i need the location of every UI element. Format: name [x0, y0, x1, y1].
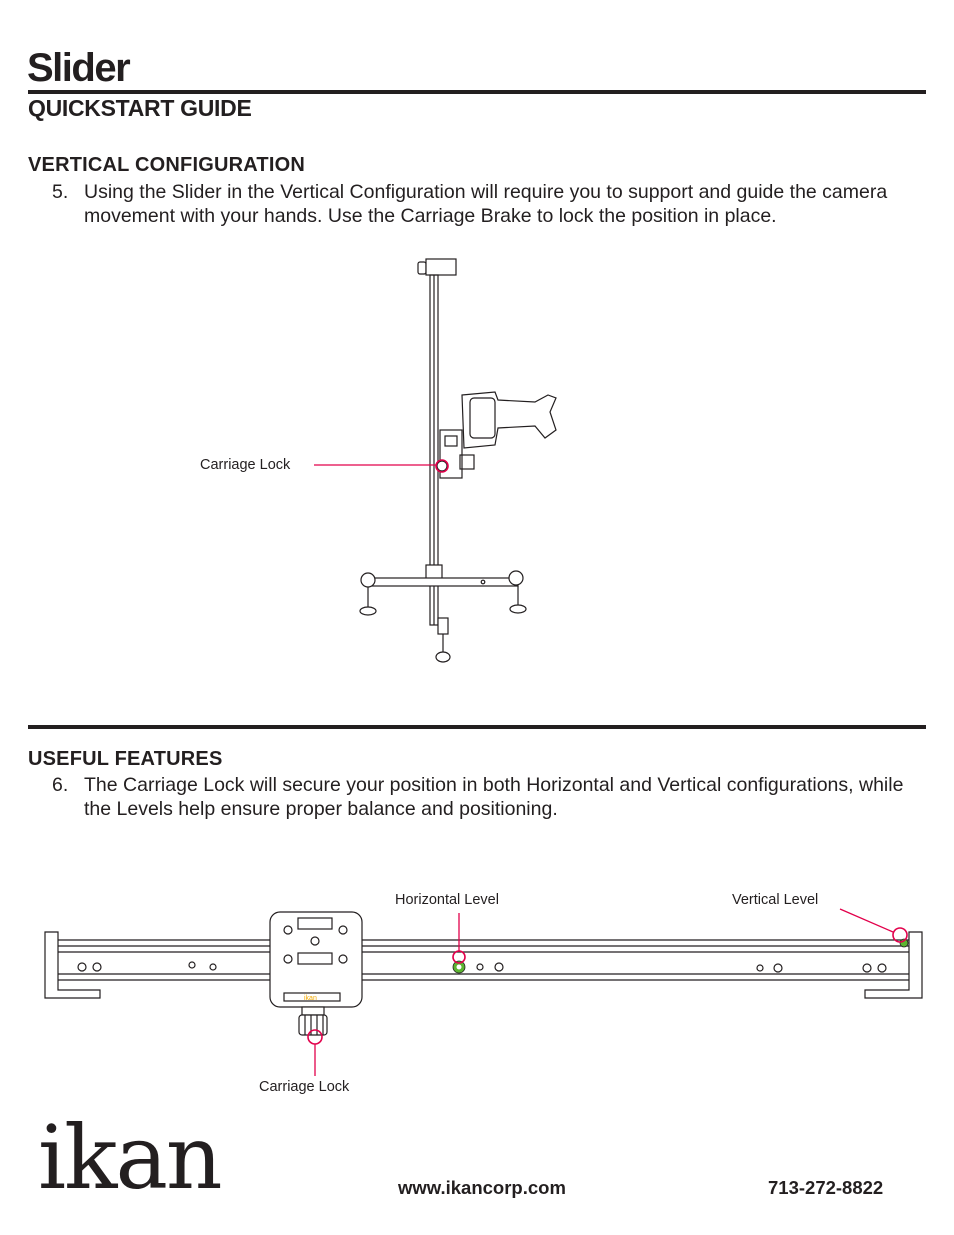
- carriage-logo: ikan: [304, 995, 317, 1002]
- step-text: Using the Slider in the Vertical Configu…: [84, 181, 888, 227]
- phone-number: 713-272-8822: [768, 1177, 884, 1198]
- website-link[interactable]: www.ikancorp.com: [398, 1177, 566, 1198]
- step-text: The Carriage Lock will secure your posit…: [84, 774, 904, 820]
- step-number: 6.: [52, 774, 69, 796]
- section-heading-features: USEFUL FEATURES: [28, 748, 223, 770]
- page-title: Slider: [27, 46, 131, 90]
- section-heading-vertical: VERTICAL CONFIGURATION: [28, 154, 305, 176]
- step-6: 6. The Carriage Lock will secure your po…: [52, 773, 922, 821]
- step-5: 5. Using the Slider in the Vertical Conf…: [52, 180, 922, 228]
- step-number: 5.: [52, 181, 69, 203]
- header-divider: [28, 90, 926, 94]
- callout-carriage-lock-vertical: Carriage Lock: [200, 457, 291, 473]
- callout-horizontal-level: Horizontal Level: [395, 892, 499, 908]
- ikan-logo: ikan: [38, 1106, 223, 1209]
- callout-vertical-level: Vertical Level: [732, 892, 819, 908]
- callout-carriage-lock-horizontal: Carriage Lock: [259, 1079, 350, 1095]
- section-divider: [28, 725, 926, 729]
- page-subtitle: QUICKSTART GUIDE: [28, 95, 252, 121]
